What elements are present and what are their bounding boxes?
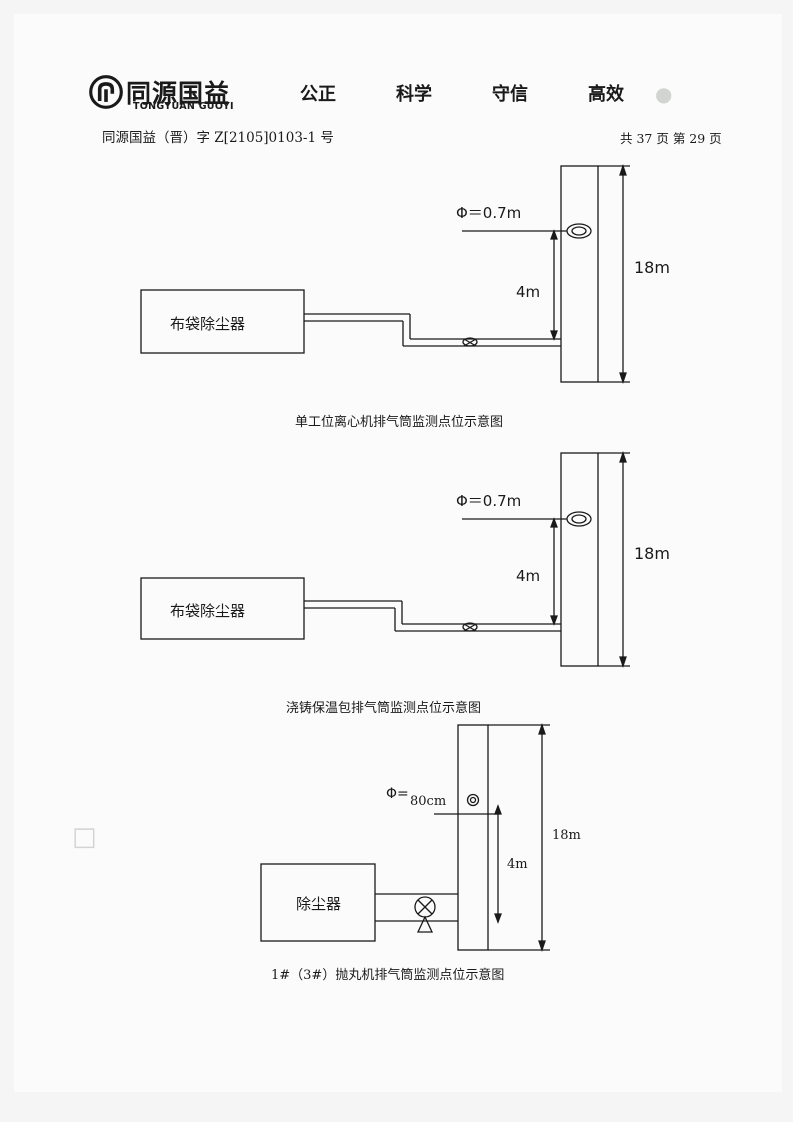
stack-height-label: 18m [552, 828, 581, 843]
stack [457, 724, 489, 951]
company-logo-icon [89, 75, 123, 109]
slogan-word: 守信 [492, 84, 528, 105]
stack-height-label: 18m [634, 544, 670, 563]
slogan-word: 科学 [396, 84, 432, 105]
stack-height-label: 18m [634, 258, 670, 277]
slogan-word: 高效 [588, 84, 624, 105]
fan-icon [462, 337, 478, 347]
sampling-port-icon [566, 223, 592, 239]
company-logo-english: TONGYUAN GUOYI [133, 101, 234, 112]
sampling-port-icon [566, 511, 592, 527]
dust-collector-box [260, 863, 376, 942]
sampling-port-icon [466, 793, 480, 807]
bleed-through-logo: ● [655, 82, 673, 106]
stack [560, 165, 599, 383]
diagram-3-drawing [260, 722, 550, 953]
dust-collector-label: 布袋除尘器 [170, 315, 246, 333]
fan-icon [462, 622, 478, 632]
dust-collector-label: 布袋除尘器 [170, 602, 246, 620]
sample-height-label: 4m [507, 857, 528, 872]
document-number: 同源国益（晋）字 Z[2105]0103-1 号 [102, 130, 334, 146]
sample-height-label: 4m [516, 567, 541, 585]
bleed-through-mark: □ [72, 822, 97, 852]
sample-height-label: 4m [516, 283, 541, 301]
diagram-1-drawing [140, 163, 630, 385]
company-logo-text: 同源国益 [126, 79, 231, 108]
slogan-word: 公正 [300, 84, 336, 105]
fan-base-icon [416, 915, 434, 933]
diagram-caption: 浇铸保温包排气筒监测点位示意图 [286, 701, 482, 716]
page-info: 共 37 页 第 29 页 [620, 131, 722, 146]
stack-diameter-prefix: Φ= [386, 786, 409, 802]
diagram-caption: 单工位离心机排气筒监测点位示意图 [295, 415, 504, 430]
stack-diameter-label: Φ＝0.7m [456, 492, 522, 510]
stack [560, 452, 599, 667]
dust-collector-label: 除尘器 [296, 895, 342, 913]
diagram-2-drawing [140, 450, 630, 669]
document-page [14, 14, 782, 1092]
diagram-caption: 1#（3#）抛丸机排气筒监测点位示意图 [271, 968, 505, 983]
stack-diameter-value: 80cm [410, 794, 447, 809]
stack-diameter-label: Φ＝0.7m [456, 204, 522, 222]
